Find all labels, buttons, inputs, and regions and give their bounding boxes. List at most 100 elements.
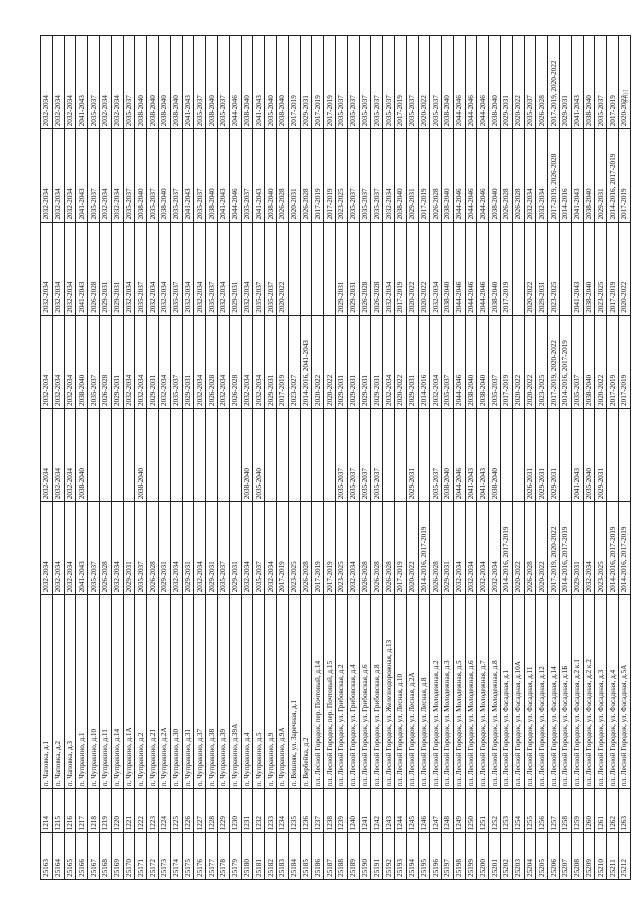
cell-house-number: 1245: [406, 788, 418, 833]
cell-record-number: 25164: [52, 832, 65, 880]
cell-period-4: 2020-2022: [276, 222, 289, 316]
cell-period-4: 2044-2046: [453, 222, 466, 316]
cell-period-5: 2044-2046: [465, 128, 477, 223]
cell-period-1: 2026-2028: [370, 501, 383, 595]
cell-period-3: 2029-2031: [182, 315, 194, 409]
cell-address: п. Чупракино, д.14: [111, 594, 124, 789]
cell-period-1: 2032-2034: [453, 501, 466, 595]
cell-period-1: 2017-2019: [394, 501, 407, 595]
cell-period-2: [264, 408, 277, 502]
cell-address: пл. Лесной Городок, ул. Молодежная, д.2: [429, 594, 442, 789]
cell-period-6: 2032-2034: [111, 35, 124, 129]
cell-period-4: 2038-2040: [441, 222, 454, 316]
cell-record-number: 25184: [288, 832, 301, 880]
cell-house-number: 1257: [547, 788, 560, 833]
cell-period-6: 2041-2043: [571, 35, 584, 129]
cell-period-1: 2023-2025: [288, 501, 301, 595]
cell-period-1: 2026-2028: [146, 501, 159, 595]
cell-period-2: 2041-2043: [465, 408, 477, 502]
cell-period-2: [123, 408, 135, 502]
cell-house-number: 1240: [347, 788, 360, 833]
cell-period-4: 2032-2034: [429, 222, 442, 316]
cell-period-4: 2026-2028: [359, 222, 371, 316]
cell-address: пл. Лесной Городок, ул. Грибовская, д.2: [335, 594, 348, 789]
cell-address: пл. Лесной Городок, ул. Фасадная, д.14: [547, 594, 560, 789]
cell-period-5: 2038-2040: [264, 128, 277, 223]
cell-period-3: 2017-2019: [606, 315, 619, 409]
cell-period-5: 2035-2037: [123, 128, 135, 223]
cell-period-3: 2044-2046: [453, 315, 466, 409]
cell-address: пл. Лесной Городок, ул. Лесная, д.2А: [406, 594, 418, 789]
cell-period-4: 2029-2031: [111, 222, 124, 316]
cell-period-1: 2020-2022: [535, 501, 548, 595]
cell-period-1: 2029-2031: [205, 501, 218, 595]
cell-period-5: 2044-2046: [453, 128, 466, 223]
cell-period-2: 2044-2046: [453, 408, 466, 502]
cell-period-3: 2029-2031: [370, 315, 383, 409]
cell-period-5: 2035-2037: [170, 128, 183, 223]
cell-period-6: 2038-2040: [583, 35, 595, 129]
cell-period-2: 2032-2034: [52, 408, 65, 502]
cell-period-4: 2023-2025: [547, 222, 560, 316]
cell-record-number: 25188: [335, 832, 348, 880]
cell-period-4: 2029-2031: [535, 222, 548, 316]
cell-record-number: 25170: [123, 832, 135, 880]
cell-record-number: 25177: [205, 832, 218, 880]
cell-period-1: 2023-2025: [335, 501, 348, 595]
cell-period-6: 2017-2019: [323, 35, 336, 129]
cell-period-3: 2020-2022: [524, 315, 536, 409]
cell-house-number: 1256: [535, 788, 548, 833]
cell-house-number: 1241: [359, 788, 371, 833]
cell-period-6: 2029-2031: [300, 35, 312, 129]
cell-period-4: 2038-2040: [488, 222, 501, 316]
cell-period-2: 2029-2031: [535, 408, 548, 502]
cell-address: п. Чупракино, д.2А: [158, 594, 171, 789]
cell-record-number: 25206: [547, 832, 560, 880]
cell-period-1: 2032-2034: [488, 501, 501, 595]
cell-record-number: 25191: [370, 832, 383, 880]
cell-period-6: 2020-2022: [512, 35, 525, 129]
cell-house-number: 1248: [441, 788, 454, 833]
cell-house-number: 1234: [276, 788, 289, 833]
cell-period-4: 2020-2022: [406, 222, 418, 316]
cell-period-1: 2026-2028: [359, 501, 371, 595]
cell-period-1: 2035-2037: [87, 501, 100, 595]
cell-address: п. Чупракино, д.11: [99, 594, 112, 789]
cell-period-5: 2041-2043: [217, 128, 230, 223]
cell-period-1: 2020-2022: [406, 501, 418, 595]
cell-period-1: 2035-2037: [252, 501, 265, 595]
cell-period-2: [606, 408, 619, 502]
cell-period-4: 2035-2037: [252, 222, 265, 316]
cell-address: пл. Лесной Городок, ул. Фасадная, д.10А: [512, 594, 525, 789]
cell-record-number: 25186: [311, 832, 324, 880]
cell-address: п. Вишняк, ул. Заречная, д.1: [288, 594, 301, 789]
cell-record-number: 25182: [264, 832, 277, 880]
cell-period-6: 2038-2040: [441, 35, 454, 129]
cell-period-1: 2032-2034: [465, 501, 477, 595]
cell-period-3: 2038-2040: [476, 315, 489, 409]
cell-house-number: 1214: [40, 788, 53, 833]
cell-period-4: [512, 222, 525, 316]
cell-period-6: 2038-2040: [146, 35, 159, 129]
cell-period-4: [288, 222, 301, 316]
cell-period-3: 2032-2034: [382, 315, 395, 409]
cell-period-4: 2023-2025: [594, 222, 607, 316]
cell-record-number: 25194: [406, 832, 418, 880]
cell-house-number: 1261: [594, 788, 607, 833]
cell-period-2: [500, 408, 513, 502]
cell-house-number: 1258: [559, 788, 572, 833]
cell-period-5: 2044-2046: [229, 128, 242, 223]
cell-period-5: 2017-2019: [323, 128, 336, 223]
cell-period-1: 2029-2031: [182, 501, 194, 595]
cell-period-1: 2032-2034: [193, 501, 206, 595]
cell-period-3: 2020-2022: [594, 315, 607, 409]
cell-address: п. Чупракино, д.4: [241, 594, 253, 789]
cell-house-number: 1218: [87, 788, 100, 833]
